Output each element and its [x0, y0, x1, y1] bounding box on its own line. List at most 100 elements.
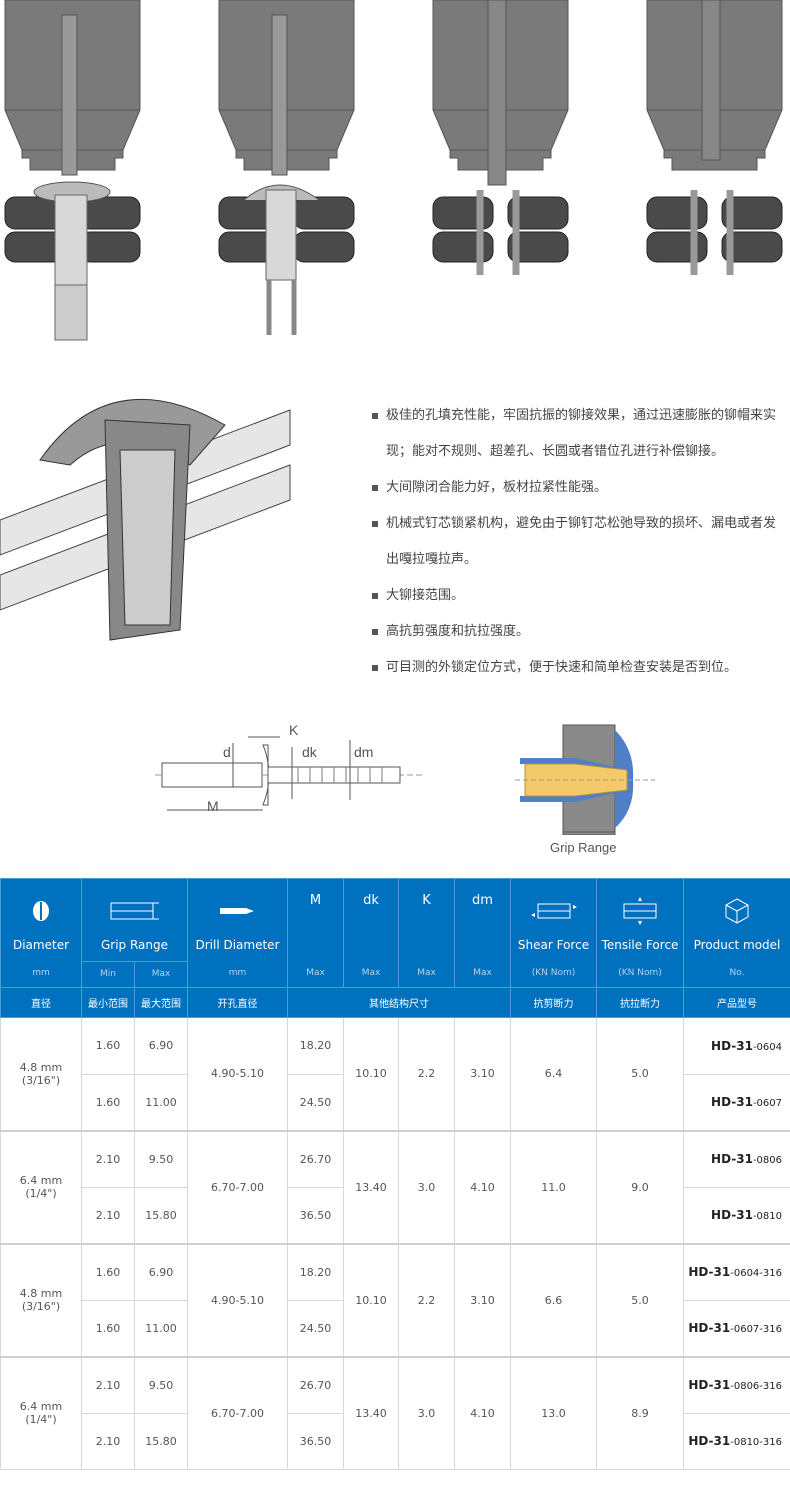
model-suffix: -0806 — [752, 1155, 782, 1166]
m-cell: 36.50 — [287, 1412, 344, 1470]
k-cell: 3.0 — [398, 1129, 455, 1244]
grip-min-cell: 2.10 — [81, 1412, 135, 1470]
grip-min-cell: 2.10 — [81, 1355, 135, 1414]
header-shear-force: Shear Force(KN Nom) — [510, 878, 597, 988]
k-cell: 3.0 — [398, 1355, 455, 1470]
model-suffix: -0810-316 — [730, 1437, 782, 1449]
dim-label-dk: dk — [302, 744, 317, 760]
diameter-inch: (1/4") — [25, 1413, 57, 1427]
dim-label-m: M — [207, 798, 219, 814]
header-cn-drill: 开孔直径 — [187, 987, 288, 1018]
grip-range-icon — [110, 902, 159, 920]
rivet-cutaway-illustration — [0, 398, 291, 641]
product-model-cell: HD-31-0806-316 — [683, 1355, 790, 1414]
header-cn-max: 最大范围 — [134, 987, 188, 1018]
header-cn-tensile: 抗拉断力 — [596, 987, 684, 1018]
feature-list: 极佳的孔填充性能，牢固抗振的铆接效果，通过迅速膨胀的铆帽来实现；能对不规则、超差… — [370, 398, 780, 686]
dim-label-k: K — [289, 722, 299, 738]
model-prefix: HD-31 — [688, 1265, 731, 1279]
m-cell: 36.50 — [287, 1186, 344, 1244]
drill-diameter-cell: 6.70-7.00 — [187, 1355, 288, 1470]
model-suffix: -0806-316 — [730, 1381, 782, 1392]
product-model-cell: HD-31-0607 — [683, 1073, 790, 1131]
diameter-inch: (1/4") — [25, 1187, 57, 1200]
grip-max-cell: 6.90 — [134, 1017, 188, 1075]
grip-max-cell: 15.80 — [134, 1412, 188, 1470]
rivet-dimension-drawing — [155, 736, 425, 811]
product-model-cell: HD-31-0806 — [683, 1129, 790, 1188]
tensile-force-cell: 5.0 — [596, 1017, 684, 1131]
product-model-cell: HD-31-0810-316 — [683, 1412, 790, 1470]
k-cell: 2.2 — [398, 1242, 455, 1357]
m-cell: 26.70 — [287, 1129, 344, 1188]
drill-diameter-cell: 6.70-7.00 — [187, 1129, 288, 1244]
product-model-cell: HD-31-0607-316 — [683, 1299, 790, 1357]
header-cn-shear: 抗剪断力 — [510, 987, 597, 1018]
model-prefix: HD-31 — [711, 1038, 753, 1053]
drill-diameter-cell: 4.90-5.10 — [187, 1017, 288, 1131]
grip-range-drawing — [515, 724, 655, 835]
grip-range-label: Grip Range — [550, 840, 617, 855]
grip-max-cell: 9.50 — [134, 1355, 188, 1414]
grip-min-cell: 1.60 — [81, 1073, 135, 1131]
feature-item: 大间隙闭合能力好，板材拉紧性能强。 — [370, 470, 780, 506]
m-cell: 24.50 — [287, 1299, 344, 1357]
stage-1 — [4, 0, 141, 341]
dim-label-d: d — [223, 744, 231, 760]
drill-diameter-cell: 4.90-5.10 — [187, 1242, 288, 1357]
drill-icon — [219, 908, 254, 914]
model-prefix: HD-31 — [711, 1095, 753, 1109]
diameter-inch: (3/16") — [21, 1073, 61, 1087]
diameter-mm: 4.8 mm — [19, 1287, 63, 1300]
grip-max-cell: 11.00 — [134, 1299, 188, 1357]
grip-min-cell: 1.60 — [81, 1242, 135, 1301]
grip-min-cell: 1.60 — [81, 1299, 135, 1357]
model-prefix: HD-31 — [688, 1434, 731, 1449]
model-suffix: -0604-316 — [730, 1268, 782, 1279]
stage-3 — [432, 0, 569, 275]
rivet-setting-stages-illustration — [4, 0, 783, 341]
grip-max-cell: 11.00 — [134, 1073, 188, 1131]
dim-label-dm: dm — [354, 744, 374, 760]
grip-min-cell: 2.10 — [81, 1129, 135, 1188]
header-cn-min: 最小范围 — [81, 987, 135, 1018]
tensile-force-cell: 9.0 — [596, 1129, 684, 1244]
feature-item: 极佳的孔填充性能，牢固抗振的铆接效果，通过迅速膨胀的铆帽来实现；能对不规则、超差… — [370, 398, 780, 470]
diameter-mm: 4.8 mm — [19, 1060, 63, 1074]
m-cell: 18.20 — [287, 1017, 344, 1075]
tensile-force-cell: 8.9 — [596, 1355, 684, 1470]
feature-item: 机械式钉芯锁紧机构，避免由于铆钉芯松弛导致的损坏、漏电或者发出嘎拉嘎拉声。 — [370, 506, 780, 578]
header-cn-other-dims: 其他结构尺寸 — [287, 987, 511, 1018]
model-prefix: HD-31 — [711, 1152, 753, 1166]
model-suffix: -0607-316 — [730, 1324, 782, 1335]
dm-cell: 4.10 — [454, 1129, 511, 1244]
header-tensile-force: Tensile Force(KN Nom) — [596, 878, 684, 988]
diameter-mm: 6.4 mm — [19, 1174, 63, 1187]
model-prefix: HD-31 — [711, 1208, 753, 1222]
m-cell: 24.50 — [287, 1073, 344, 1131]
product-model-cell: HD-31-0604 — [683, 1017, 790, 1075]
model-suffix: -0607 — [752, 1098, 782, 1109]
dm-cell: 3.10 — [454, 1242, 511, 1357]
stage-4 — [646, 0, 783, 275]
model-prefix: HD-31 — [688, 1321, 731, 1335]
diameter-icon — [33, 901, 49, 921]
shear-force-cell: 11.0 — [510, 1129, 597, 1244]
grip-min-cell: 2.10 — [81, 1186, 135, 1244]
feature-item: 大铆接范围。 — [370, 578, 780, 614]
model-prefix: HD-31 — [688, 1378, 731, 1392]
stage-2 — [218, 0, 355, 335]
diameter-cell: 6.4 mm(1/4") — [0, 1355, 82, 1470]
